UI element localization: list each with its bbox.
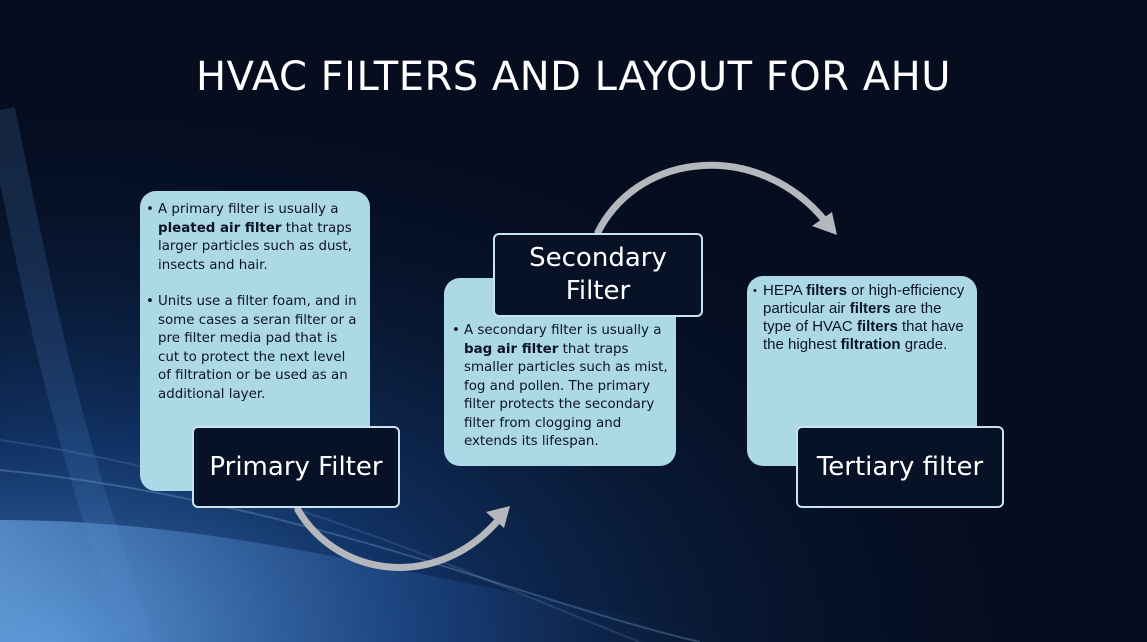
- bullet-icon: •: [452, 323, 460, 338]
- primary-filter-label: Primary Filter: [192, 426, 400, 508]
- secondary-bullet-1: • A secondary filter is usually a bag ai…: [452, 323, 668, 449]
- primary-bullet-1: • A primary filter is usually a pleated …: [146, 202, 352, 273]
- bullet-icon: •: [146, 294, 154, 309]
- secondary-filter-label: Secondary Filter: [493, 233, 703, 317]
- tertiary-filter-label: Tertiary filter: [796, 426, 1004, 508]
- primary-bullet-2: • Units use a filter foam, and in some c…: [146, 294, 357, 402]
- bullet-icon: •: [146, 202, 154, 217]
- bullet-icon: •: [753, 285, 757, 297]
- slide-title: HVAC FILTERS AND LAYOUT FOR AHU: [195, 54, 951, 100]
- tertiary-bullet-1: • HEPA filters or high-efficiency partic…: [753, 282, 965, 353]
